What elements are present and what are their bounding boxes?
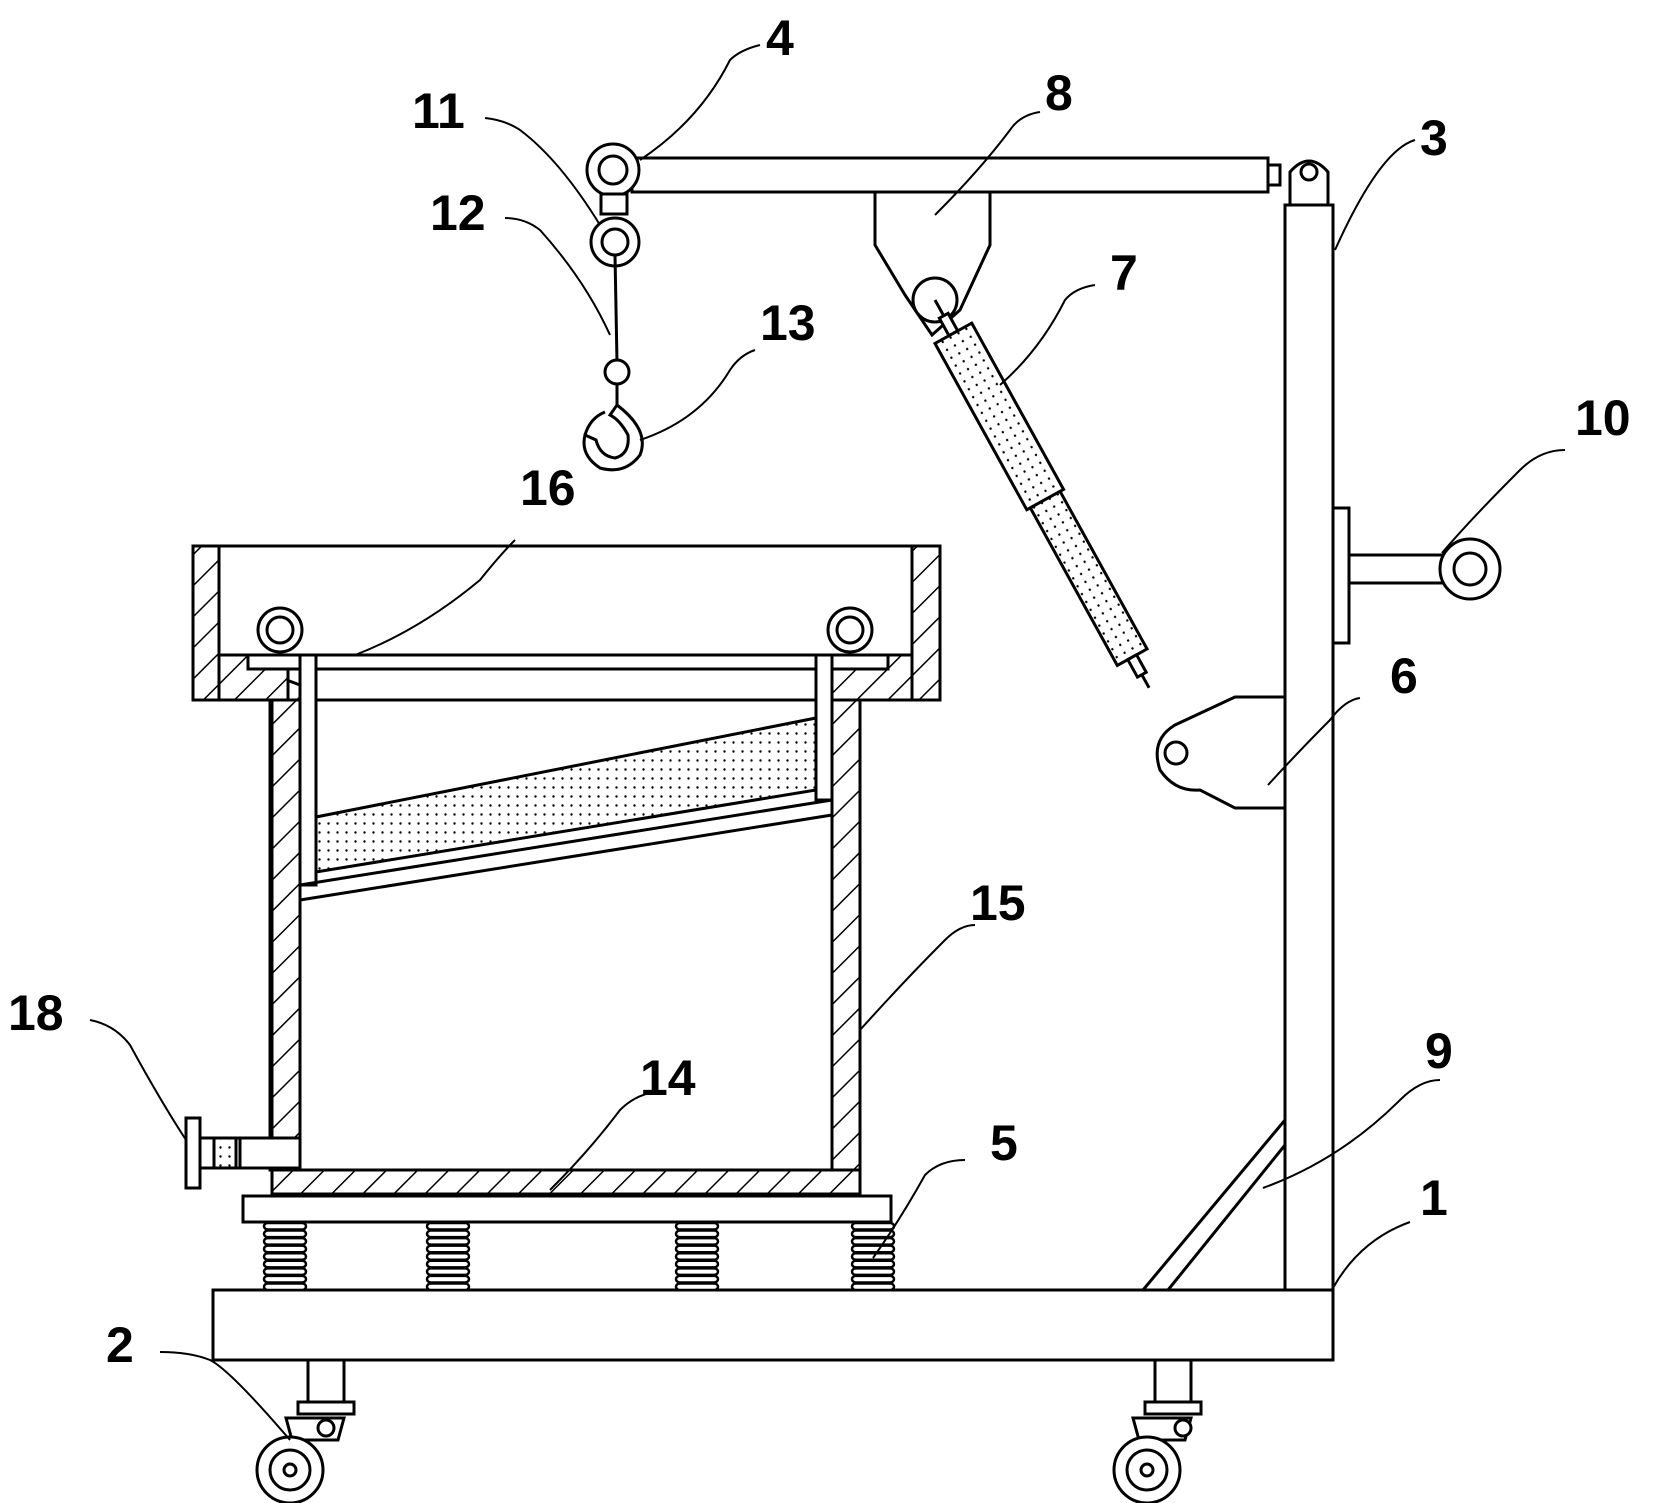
spring-3 xyxy=(674,1221,720,1292)
vibration-plate xyxy=(241,1194,893,1224)
label-14: 14 xyxy=(640,1050,696,1106)
vertical-column xyxy=(1283,203,1335,1292)
caster-wheel-right xyxy=(1112,1358,1203,1503)
label-11: 11 xyxy=(412,83,465,139)
label-2: 2 xyxy=(106,1317,134,1373)
label-1: 1 xyxy=(1420,1170,1448,1226)
springs xyxy=(262,1221,896,1292)
label-5: 5 xyxy=(990,1115,1018,1171)
drain-valve xyxy=(184,1116,302,1190)
lifting-hook xyxy=(582,358,644,472)
label-9: 9 xyxy=(1425,1023,1453,1079)
label-12: 12 xyxy=(430,185,486,241)
boom-end-pivot xyxy=(585,142,641,198)
spring-1 xyxy=(262,1221,308,1292)
spring-2 xyxy=(425,1221,471,1292)
label-10: 10 xyxy=(1575,390,1631,446)
pulley-assembly xyxy=(589,192,641,363)
label-15: 15 xyxy=(970,875,1026,931)
inner-basket xyxy=(246,653,890,902)
horizontal-boom xyxy=(630,156,1270,194)
push-handle xyxy=(1331,506,1502,645)
roller-right xyxy=(826,606,874,654)
label-7: 7 xyxy=(1110,245,1138,301)
label-8: 8 xyxy=(1045,65,1073,121)
diagonal-brace xyxy=(1139,1115,1287,1292)
leader-lines xyxy=(89,44,1566,1441)
lower-hinge-bracket xyxy=(1155,695,1287,810)
label-3: 3 xyxy=(1420,110,1448,166)
roller-left xyxy=(256,606,304,654)
label-18: 18 xyxy=(8,985,64,1041)
part-labels: 1 2 3 4 5 6 7 8 9 10 11 12 13 14 15 16 1… xyxy=(8,10,1631,1373)
label-16: 16 xyxy=(520,460,576,516)
tank-outer-wall-right xyxy=(830,698,862,1172)
label-6: 6 xyxy=(1390,648,1418,704)
label-4: 4 xyxy=(766,10,794,66)
caster-wheel-left xyxy=(255,1358,356,1503)
base-frame xyxy=(211,1288,1335,1362)
column-top-pivot xyxy=(1266,159,1330,207)
label-13: 13 xyxy=(760,295,816,351)
hydraulic-cylinder xyxy=(932,299,1151,689)
